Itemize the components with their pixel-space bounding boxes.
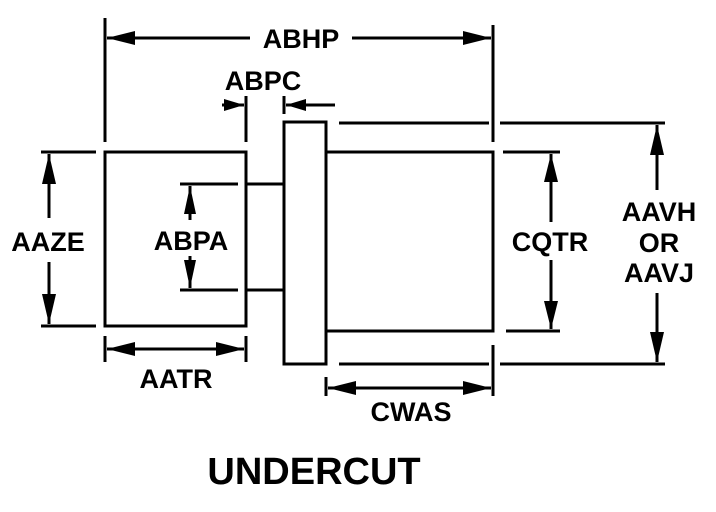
label-abpa: ABPA <box>154 226 229 256</box>
body-cylinder <box>324 150 495 333</box>
arrowhead-right-icon <box>224 99 244 111</box>
dimension-abpa: ABPA <box>154 182 238 292</box>
dimension-aaze: AAZE <box>11 150 96 328</box>
dimension-abpc: ABPC <box>222 66 335 142</box>
head-block <box>103 150 248 328</box>
arrowhead-up-icon <box>42 154 56 184</box>
arrowhead-left-icon <box>286 99 306 111</box>
arrowhead-up-icon <box>544 154 558 182</box>
dimension-abhp: ABHP <box>103 18 495 142</box>
arrowhead-left-icon <box>328 381 356 395</box>
label-aavj: AAVJ <box>624 258 694 288</box>
label-aaze: AAZE <box>11 227 85 257</box>
arrowhead-down-icon <box>650 332 664 362</box>
arrowhead-down-icon <box>42 294 56 324</box>
label-aavh: AAVH <box>622 197 697 227</box>
arrowhead-up-icon <box>650 125 664 155</box>
label-abhp: ABHP <box>263 24 340 54</box>
flange <box>282 120 328 366</box>
label-aatr: AATR <box>140 364 213 394</box>
arrowhead-right-icon <box>463 31 491 45</box>
dimension-cwas: CWAS <box>324 345 495 427</box>
arrowhead-left-icon <box>107 31 135 45</box>
dimension-cqtr: CQTR <box>503 150 589 333</box>
arrowhead-right-icon <box>463 381 491 395</box>
label-cqtr: CQTR <box>512 227 589 257</box>
arrowhead-left-icon <box>107 342 135 356</box>
dimension-aatr: AATR <box>103 336 248 394</box>
drawing-title: UNDERCUT <box>207 451 420 493</box>
arrowhead-up-icon <box>184 186 196 214</box>
arrowhead-down-icon <box>544 301 558 329</box>
arrowhead-right-icon <box>216 342 244 356</box>
label-or: OR <box>639 228 680 258</box>
label-abpc: ABPC <box>225 66 302 96</box>
label-cwas: CWAS <box>371 397 452 427</box>
dimension-aavh-or-aavj: AAVH OR AAVJ <box>339 121 697 366</box>
arrowhead-down-icon <box>184 260 196 288</box>
